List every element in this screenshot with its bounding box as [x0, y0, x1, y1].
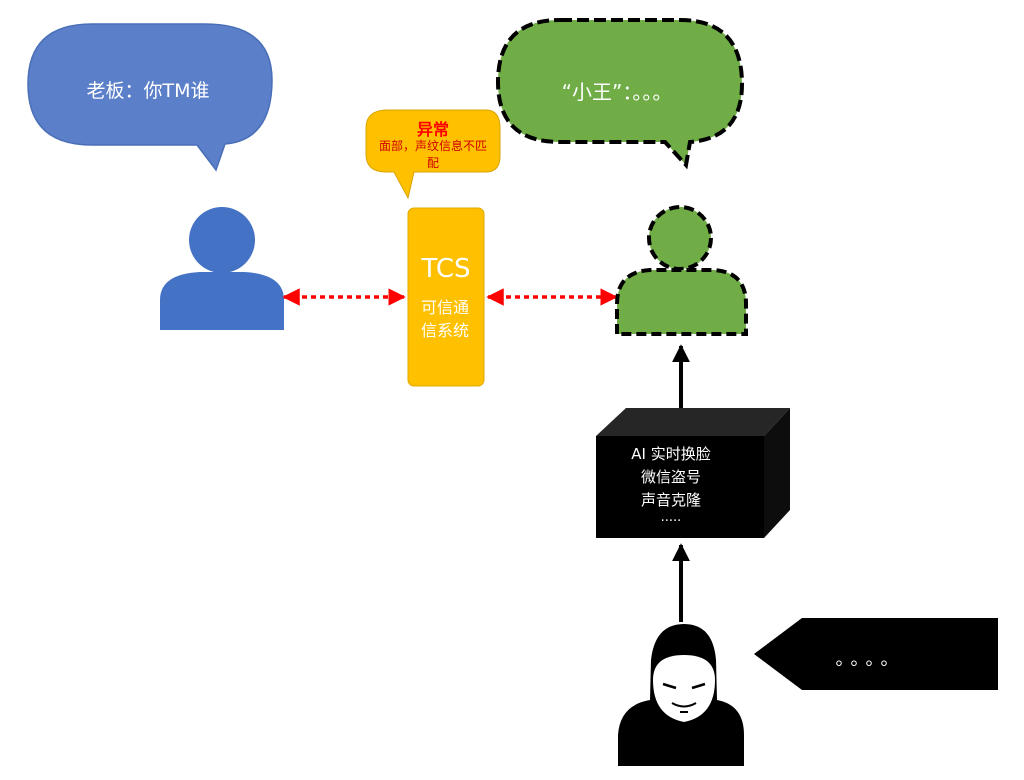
attack-method-more: .....: [660, 510, 682, 525]
hacker-speech-bubble: [754, 618, 998, 690]
alert-detail: 面部，声纹信息不匹配: [378, 139, 487, 170]
tcs-description: 可信通信系统: [420, 298, 469, 340]
tcs-name: TCS: [421, 254, 471, 284]
attack-method-face-swap: AI 实时换脸: [631, 445, 711, 463]
impostor-speech-text: “小王”：。。。: [561, 80, 673, 104]
attack-method-voice-clone: 声音克隆: [640, 491, 701, 509]
attack-methods-box: [596, 408, 790, 538]
boss-speech-bubble: [27, 23, 273, 172]
hacker-speech-text: 。。。。: [835, 649, 905, 670]
alert-speech-bubble: [365, 109, 501, 200]
tcs-box: [407, 207, 485, 387]
hacker-icon: [618, 624, 744, 766]
alert-title: 异常: [416, 120, 449, 139]
boss-person-icon: [160, 207, 284, 330]
boss-speech-text: 老板：你TM谁: [86, 80, 210, 102]
impostor-speech-bubble: [495, 18, 745, 170]
attack-method-wechat-hijack: 微信盗号: [640, 468, 701, 486]
impostor-person-icon: [615, 205, 748, 336]
